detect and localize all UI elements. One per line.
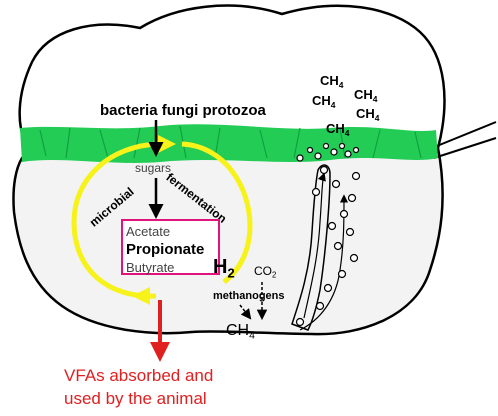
ch4-subscript: 4: [249, 330, 255, 342]
rumen-outline: [12, 4, 446, 336]
vfa-absorbed-line1: VFAs absorbed and: [64, 366, 214, 385]
methane-gas-label: CH4: [320, 73, 344, 90]
vfa-box: Acetate Propionate Butyrate: [121, 219, 220, 275]
co2-subscript: 2: [272, 270, 277, 280]
sugars-label: sugars: [135, 161, 172, 175]
gas-tube-inner: [303, 172, 326, 319]
arrow-h2-to-ch4: [239, 304, 252, 320]
ch4-base: CH: [312, 93, 331, 108]
co2-label: CO2: [254, 264, 277, 280]
cycle-arrow-right: [181, 141, 253, 284]
ch4-subscript: 4: [372, 93, 378, 104]
methane-gas-label: CH4: [326, 121, 350, 138]
microbes-label: bacteria fungi protozoa: [100, 102, 266, 119]
methanogens-label: methanogens: [213, 290, 285, 302]
ch4-base: CH: [320, 73, 339, 88]
fibre-mat: [20, 124, 438, 163]
methane-gas-label: CH4: [312, 93, 336, 110]
h2-label: H2: [213, 256, 235, 280]
ch4-base: CH: [356, 106, 375, 121]
ch4-base: CH: [354, 87, 373, 102]
methane-gas-label: CH4: [354, 87, 378, 104]
vfa-propionate-label: Propionate: [126, 241, 205, 258]
methane-gas-label: CH4: [356, 106, 380, 123]
methane-product-label: CH4: [226, 322, 255, 342]
esophagus: [431, 121, 497, 159]
vfa-absorbed-line2: used by the animal: [64, 389, 207, 408]
gas-tube: [291, 164, 331, 331]
cycle-arrowhead-bottom: [132, 287, 150, 305]
ch4-subscript: 4: [374, 112, 380, 123]
gas-bubbles: [295, 142, 361, 327]
h2-base: H: [213, 256, 228, 278]
ch4-subscript: 4: [344, 127, 350, 138]
ch4-base: CH: [226, 322, 250, 339]
vfa-butyrate-label: Butyrate: [126, 260, 175, 275]
ch4-base: CH: [326, 121, 345, 136]
vfa-acetate-label: Acetate: [126, 224, 171, 239]
fermentation-cycle-arrow: [71, 141, 159, 299]
co2-base: CO: [254, 264, 272, 278]
ch4-subscript: 4: [330, 99, 336, 110]
ch4-subscript: 4: [338, 79, 344, 90]
h2-subscript: 2: [227, 265, 235, 281]
